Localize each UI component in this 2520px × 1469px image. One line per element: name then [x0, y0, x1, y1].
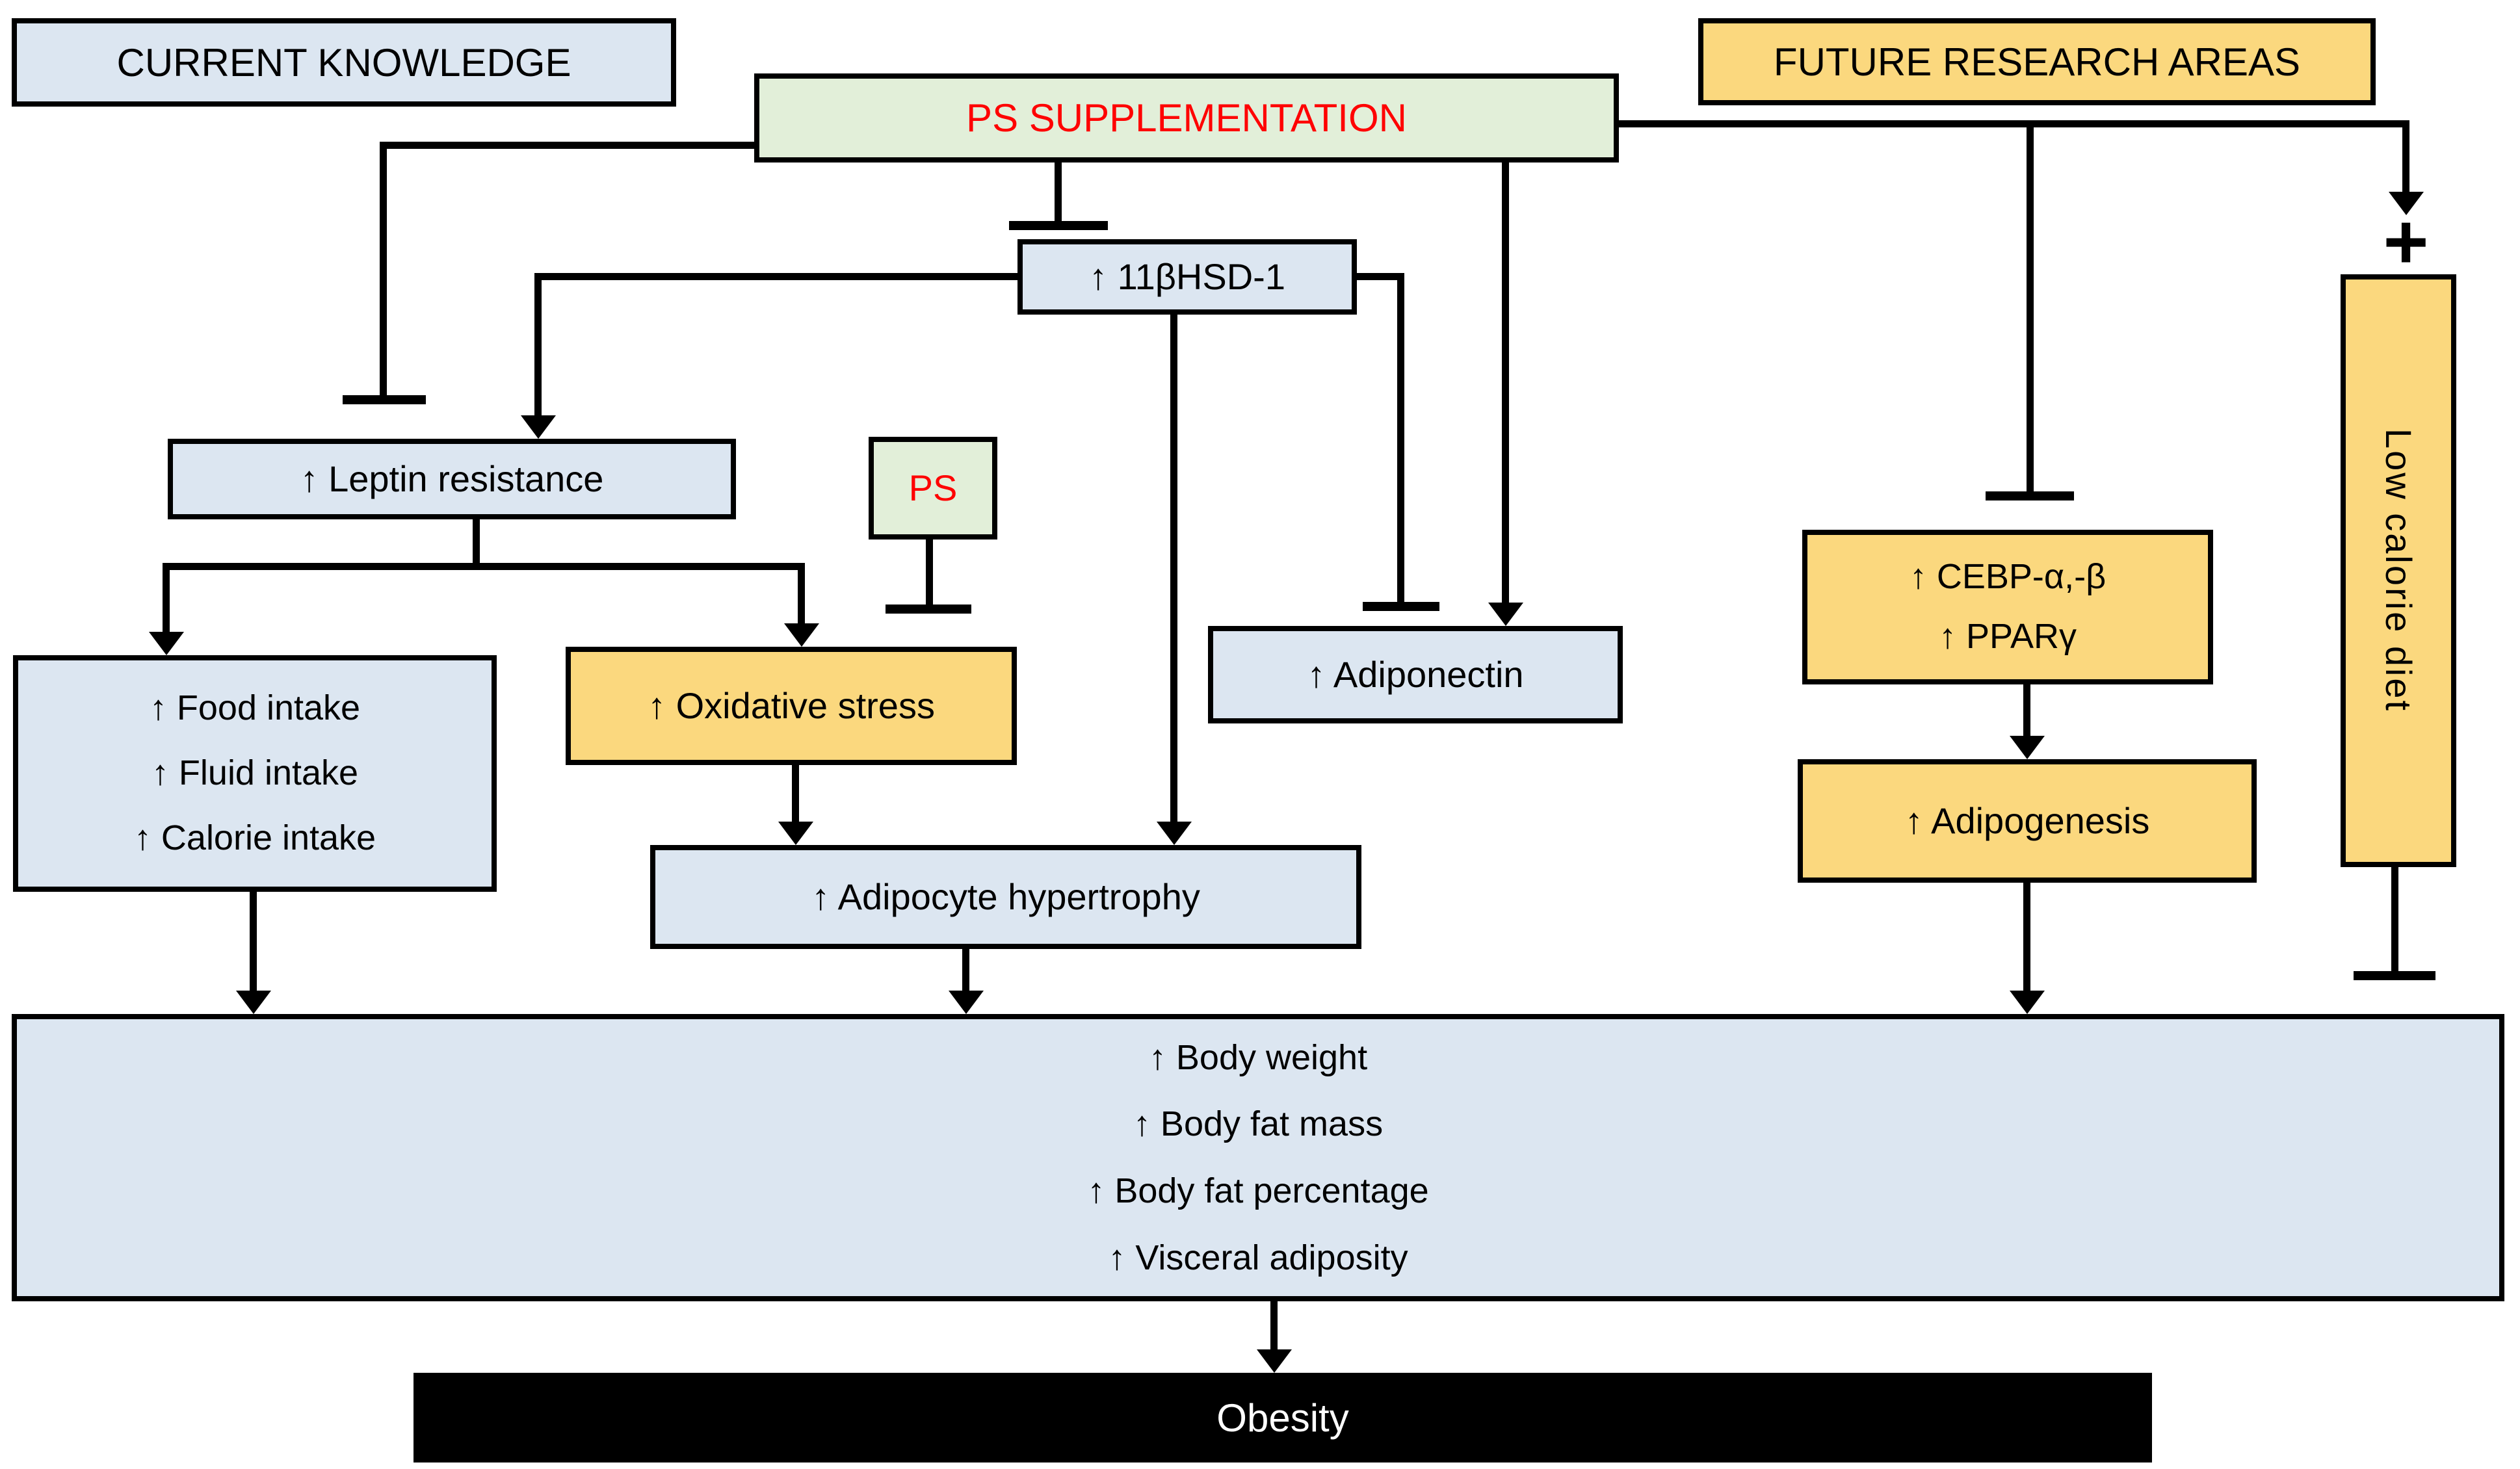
edge-hsd-to-leptin-horizontal — [534, 273, 1017, 280]
edge-adipogenesis-to-outcomes-vertical — [2023, 883, 2030, 991]
node-adipogenesis: ↑ Adipogenesis — [1798, 759, 2257, 883]
adipogenesis-label: ↑ Adipogenesis — [1904, 800, 2150, 841]
edge-leptin-split-stem — [473, 519, 480, 566]
node-adiponectin: ↑ Adiponectin — [1208, 626, 1623, 723]
node-future-research-areas: FUTURE RESEARCH AREAS — [1698, 18, 2376, 105]
outcome-visceral-adiposity: ↑ Visceral adiposity — [1108, 1238, 1408, 1277]
arrowhead-into-outcomes-left — [236, 991, 271, 1014]
edge-intake-to-outcomes-vertical — [250, 892, 257, 991]
edge-hsd-to-hypertrophy-vertical — [1170, 315, 1177, 822]
ps-supplementation-label: PS SUPPLEMENTATION — [966, 96, 1407, 140]
arrowhead-into-hypertrophy-center — [1157, 822, 1192, 845]
arrowhead-into-oxidative — [784, 623, 819, 647]
edge-ps-to-leptin-horizontal — [380, 142, 754, 149]
node-11bhsd1: ↑ 11βHSD-1 — [1017, 239, 1357, 315]
intake-line-fluid: ↑ Fluid intake — [151, 753, 359, 793]
current-knowledge-label: CURRENT KNOWLEDGE — [116, 40, 571, 84]
arrowhead-into-outcomes-center — [949, 991, 984, 1014]
arrowhead-into-plus — [2389, 192, 2424, 215]
11bhsd1-label: ↑ 11βHSD-1 — [1089, 256, 1285, 297]
node-leptin-resistance: ↑ Leptin resistance — [168, 439, 736, 519]
edge-ps-small-to-oxidative-vertical — [926, 540, 933, 604]
intake-line-calorie: ↑ Calorie intake — [133, 818, 376, 857]
low-calorie-diet-label: Low calorie diet — [2378, 428, 2419, 713]
edge-future-to-cebp-vertical — [2027, 120, 2034, 491]
edge-ps-to-lowcal-vertical — [2402, 120, 2409, 192]
arrowhead-into-hypertrophy-left — [778, 822, 813, 845]
edge-ps-to-lowcal-horizontal — [1618, 120, 2409, 127]
outcome-body-fat-mass: ↑ Body fat mass — [1133, 1104, 1384, 1144]
adipocyte-hypertrophy-label: ↑ Adipocyte hypertrophy — [811, 876, 1200, 917]
arrowhead-into-outcomes-right — [2010, 991, 2045, 1014]
node-low-calorie-diet: Low calorie diet — [2341, 274, 2456, 867]
arrowhead-into-adiponectin — [1488, 603, 1523, 626]
leptin-resistance-label: ↑ Leptin resistance — [300, 458, 604, 499]
oxidative-stress-label: ↑ Oxidative stress — [648, 685, 935, 726]
edge-leptin-split-horizontal — [163, 563, 805, 570]
node-outcomes: ↑ Body weight ↑ Body fat mass ↑ Body fat… — [12, 1014, 2504, 1301]
node-current-knowledge: CURRENT KNOWLEDGE — [12, 18, 676, 107]
edge-ps-to-leptin-vertical — [380, 142, 387, 395]
node-oxidative-stress: ↑ Oxidative stress — [566, 647, 1017, 765]
inhibit-tbar-cebp — [1986, 491, 2074, 500]
edge-split-to-intake-vertical — [163, 563, 170, 632]
edge-hypertrophy-to-outcomes-vertical — [962, 949, 969, 991]
obesity-label: Obesity — [1216, 1396, 1349, 1440]
edge-oxidative-to-hypertrophy-vertical — [792, 765, 799, 822]
edge-ps-to-hsd-vertical — [1055, 161, 1062, 221]
node-obesity: Obesity — [413, 1373, 2152, 1462]
inhibit-tbar-outcomes — [2354, 971, 2435, 980]
node-intake: ↑ Food intake ↑ Fluid intake ↑ Calorie i… — [13, 655, 497, 892]
edge-hsd-to-adiponectin-vertical — [1397, 273, 1404, 602]
edge-ps-to-adiponectin-vertical — [1502, 161, 1509, 603]
arrowhead-into-leptin — [521, 415, 556, 439]
edge-outcomes-to-obesity-vertical — [1270, 1301, 1278, 1349]
edge-split-to-oxidative-vertical — [798, 563, 805, 623]
future-research-label: FUTURE RESEARCH AREAS — [1773, 40, 2301, 84]
cebp-ppar-lines: ↑ CEBP-α,-β ↑ PPARγ — [1910, 547, 2106, 667]
intake-line-food: ↑ Food intake — [149, 688, 361, 728]
cebp-line: ↑ CEBP-α,-β — [1909, 557, 2107, 597]
edge-hsd-to-leptin-vertical — [534, 273, 542, 415]
inhibit-tbar-oxidative — [886, 604, 971, 614]
outcome-body-fat-percentage: ↑ Body fat percentage — [1087, 1171, 1429, 1210]
outcomes-lines: ↑ Body weight ↑ Body fat mass ↑ Body fat… — [1087, 1024, 1428, 1291]
plus-symbol: + — [2383, 198, 2429, 285]
edge-hsd-to-adiponectin-horizontal — [1357, 273, 1404, 280]
intake-lines: ↑ Food intake ↑ Fluid intake ↑ Calorie i… — [134, 676, 376, 871]
node-ps-supplementation: PS SUPPLEMENTATION — [754, 73, 1619, 162]
adiponectin-label: ↑ Adiponectin — [1307, 654, 1524, 695]
edge-lowcal-to-outcomes-vertical — [2391, 867, 2398, 971]
edge-cebp-to-adipogenesis-vertical — [2023, 684, 2030, 736]
ps-small-label: PS — [908, 467, 958, 508]
node-ps-small: PS — [869, 437, 997, 540]
inhibit-tbar-adiponectin — [1363, 602, 1439, 611]
ppar-line: ↑ PPARγ — [1938, 617, 2077, 656]
arrowhead-into-intake — [149, 632, 184, 655]
node-cebp-ppar: ↑ CEBP-α,-β ↑ PPARγ — [1802, 530, 2213, 684]
node-adipocyte-hypertrophy: ↑ Adipocyte hypertrophy — [650, 845, 1361, 949]
arrowhead-into-adipogenesis — [2010, 736, 2045, 759]
arrowhead-into-obesity — [1257, 1349, 1292, 1373]
outcome-body-weight: ↑ Body weight — [1148, 1037, 1368, 1077]
inhibit-tbar-leptin — [343, 395, 426, 404]
inhibit-tbar-hsd — [1009, 221, 1108, 230]
